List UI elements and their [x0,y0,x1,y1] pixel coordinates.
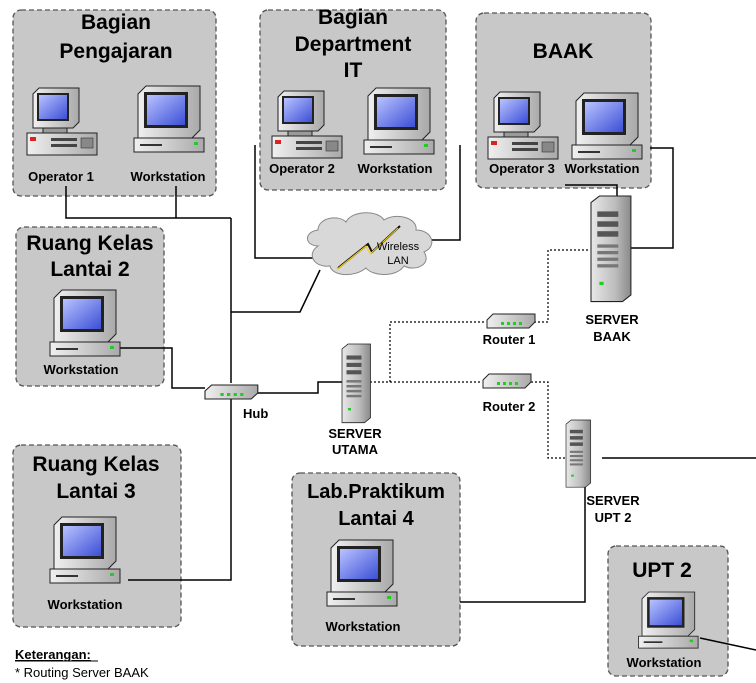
kelas3-workstation-icon [49,516,121,584]
zone-title-lab-line1: Lab.Praktikum [307,481,445,503]
label-kelas2-workstation: Workstation [44,362,119,377]
router-2-icon [482,373,532,389]
zone-title-it-line3: IT [344,59,363,82]
zone-title-upt2: UPT 2 [632,559,692,582]
zone-title-kelas2-line1: Ruang Kelas [26,232,153,255]
label-lab-workstation: Workstation [326,619,401,634]
server-upt2-icon [565,419,592,488]
kelas2-workstation-icon [49,289,121,357]
label-server-baak-line2: BAAK [593,329,631,344]
zone-title-lab-line2: Lantai 4 [338,508,414,530]
zone-title-it-line2: Department [295,33,412,56]
baak-workstation-icon [571,92,643,160]
label-server-utama-line1: SERVER [328,426,382,441]
it-workstation-icon [363,87,435,155]
label-it-workstation: Workstation [358,161,433,176]
router-1-icon [486,313,536,329]
network-wires [65,145,756,651]
label-operator-1: Operator 1 [28,169,94,184]
zone-title-pengajaran-line2: Pengajaran [59,40,172,63]
label-operator-3: Operator 3 [489,161,555,176]
server-utama-icon [341,343,371,424]
zone-title-kelas2-line2: Lantai 2 [50,258,129,281]
lab-workstation-icon [326,539,398,607]
pengajaran-workstation-icon [133,85,205,153]
label-server-baak-line1: SERVER [585,312,639,327]
label-baak-workstation: Workstation [565,161,640,176]
upt2-workstation-icon [638,591,699,649]
legend-item: * Routing Server BAAK [15,665,149,680]
label-operator-2: Operator 2 [269,161,335,176]
zone-title-kelas3-line2: Lantai 3 [56,480,135,503]
legend-title: Keterangan: [15,647,91,662]
label-wireless-line2: LAN [387,255,408,267]
label-kelas3-workstation: Workstation [48,597,123,612]
label-server-upt2-line2: UPT 2 [595,510,632,525]
zone-title-it-line1: Bagian [318,6,388,29]
label-upt2-workstation: Workstation [627,655,702,670]
wireless-lan-cloud [307,212,433,275]
label-server-utama-line2: UTAMA [332,442,379,457]
zone-title-kelas3-line1: Ruang Kelas [32,453,159,476]
label-pengajaran-workstation: Workstation [131,169,206,184]
label-router-2: Router 2 [483,399,536,414]
server-baak-icon [590,195,632,303]
label-server-upt2-line1: SERVER [586,493,640,508]
zone-title-baak: BAAK [533,40,594,63]
label-hub: Hub [243,406,268,421]
label-router-1: Router 1 [483,332,536,347]
hub-icon [204,384,259,400]
zone-title-pengajaran-line1: Bagian [81,11,151,34]
label-wireless-line1: Wireless [377,241,420,253]
